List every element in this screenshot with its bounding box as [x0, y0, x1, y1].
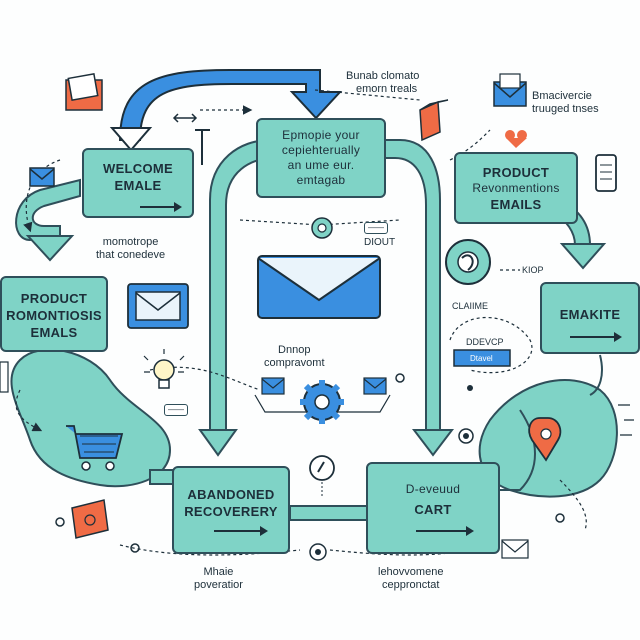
bottom-connector: [289, 505, 371, 521]
product-promotions-box: PRODUCT ROMONTIOSIS EMALS: [0, 276, 108, 352]
top-note: Bunab clomato emorn treals: [346, 70, 420, 95]
hearts-icon: [505, 130, 527, 148]
center-box-line3: an ume eur.: [287, 158, 355, 172]
cart-box: D-eveuud CART: [366, 462, 500, 554]
ddevcp-label: DDEVCP: [466, 337, 504, 347]
center-message-box: Epmopie your cepiehterually an ume eur. …: [256, 118, 386, 198]
cart-line1: D-eveuud: [405, 482, 461, 496]
emakite-to-blob-band: [589, 354, 603, 396]
product-reco-line1: PRODUCT: [482, 165, 550, 180]
bottom-left-label: Mhaie poveratior: [194, 566, 243, 591]
abandoned-recovery-box: ABANDONED RECOVERERY: [172, 466, 290, 554]
gear-icon: [458, 428, 474, 444]
ddevcp-inner-label: Dtavel: [470, 354, 493, 363]
envelope-icon: [261, 377, 285, 395]
product-promo-line3: EMALS: [30, 325, 78, 340]
cart-arrow-icon: [416, 526, 474, 536]
envelope-icon: [257, 255, 381, 319]
envelope-icon: [127, 283, 189, 329]
product-promo-line2: ROMONTIOSIS: [6, 308, 102, 323]
box-icon: [419, 99, 449, 142]
center-box-line2: cepiehterually: [281, 143, 361, 157]
abandoned-arrow-icon: [214, 526, 268, 536]
mid-label: Dnnop compravomt: [264, 344, 325, 369]
gear-kiop-label: KIOP: [522, 265, 544, 275]
folder-icon: [71, 499, 109, 539]
emakite-line1: EMAKITE: [559, 307, 621, 322]
gear-icon: [445, 239, 491, 285]
product-reco-line3: EMAILS: [490, 197, 542, 212]
gear-icon: [309, 543, 327, 561]
abandoned-line2: RECOVERERY: [184, 504, 278, 519]
welcome-arrow-icon: [140, 202, 182, 212]
folder-icon: [65, 73, 103, 111]
emakite-arrow-icon: [570, 332, 622, 342]
center-left-down-arrow: [198, 429, 238, 457]
bottom-right-label: lehovvomene ceppronctat: [378, 566, 444, 591]
top-blue-arrow: [118, 69, 343, 141]
gear-icon: [311, 217, 333, 239]
envelope-icon: [363, 377, 387, 395]
product-reco-line2: Revonmentions: [472, 181, 560, 195]
left-loop-band: [15, 178, 81, 242]
center-box-line4: emtagab: [296, 173, 346, 187]
product-recommendations-box: PRODUCT Revonmentions EMAILS: [454, 152, 578, 224]
gear-icon: [300, 380, 344, 424]
left-down-arrow: [25, 235, 75, 262]
lightbulb-icon: [143, 349, 185, 389]
product-promo-line1: PRODUCT: [20, 291, 88, 306]
welcome-box-line2: EMALE: [114, 178, 162, 193]
cart-line2: CART: [414, 502, 452, 517]
bulb-tag: ——: [164, 404, 188, 416]
envelope-icon: [501, 539, 529, 559]
center-tag-text: DIOUT: [364, 237, 396, 248]
location-pin-icon: [309, 455, 335, 496]
top-right-note: Bmacivercie truuged tnses: [532, 90, 599, 115]
center-box-line1: Epmopie your: [282, 128, 360, 142]
envelope-icon: [493, 73, 527, 107]
welcome-down-arrow: [109, 127, 153, 152]
welcome-subtext: momotrope that conedeve: [96, 236, 166, 261]
gear-claime-label: CLAIIME: [452, 301, 489, 311]
welcome-box-line1: WELCOME: [103, 161, 173, 176]
cart-to-right-band: [500, 409, 536, 491]
location-pin-icon: [528, 417, 562, 462]
welcome-email-box: WELCOME EMALE: [82, 148, 194, 218]
center-right-down-arrow: [411, 429, 455, 457]
right-down-arrow: [559, 243, 607, 270]
envelope-icon: [29, 167, 55, 187]
abandoned-line1: ABANDONED: [187, 487, 275, 502]
phone-icon: [595, 154, 617, 192]
shopping-cart-icon: [66, 425, 124, 471]
emakite-box: EMAKITE: [540, 282, 640, 354]
center-tag: ——: [364, 222, 388, 234]
